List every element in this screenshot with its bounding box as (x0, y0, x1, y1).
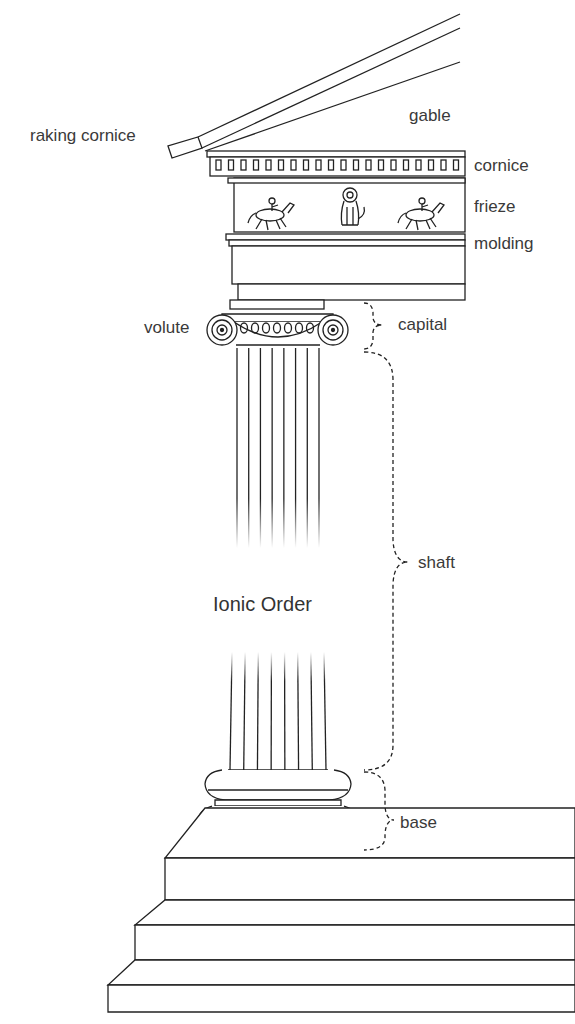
order-name: Ionic Order (211, 592, 314, 616)
capital-drawing (207, 300, 348, 345)
dimension-brackets (364, 303, 408, 850)
part-label: molding (472, 234, 536, 254)
stylobate-steps (108, 808, 575, 1012)
part-label: volute (142, 318, 191, 338)
part-label: cornice (472, 156, 531, 176)
part-label: raking cornice (28, 126, 138, 146)
molding-drawing (226, 234, 465, 300)
part-label: base (398, 813, 439, 833)
cornice-drawing (207, 151, 465, 176)
shaft-drawing (230, 348, 326, 770)
part-label: gable (407, 106, 453, 126)
part-label: frieze (472, 197, 518, 217)
part-label: capital (396, 315, 449, 335)
frieze-drawing (228, 178, 465, 232)
part-label: shaft (416, 553, 457, 573)
raking-cornice-drawing (168, 14, 460, 158)
